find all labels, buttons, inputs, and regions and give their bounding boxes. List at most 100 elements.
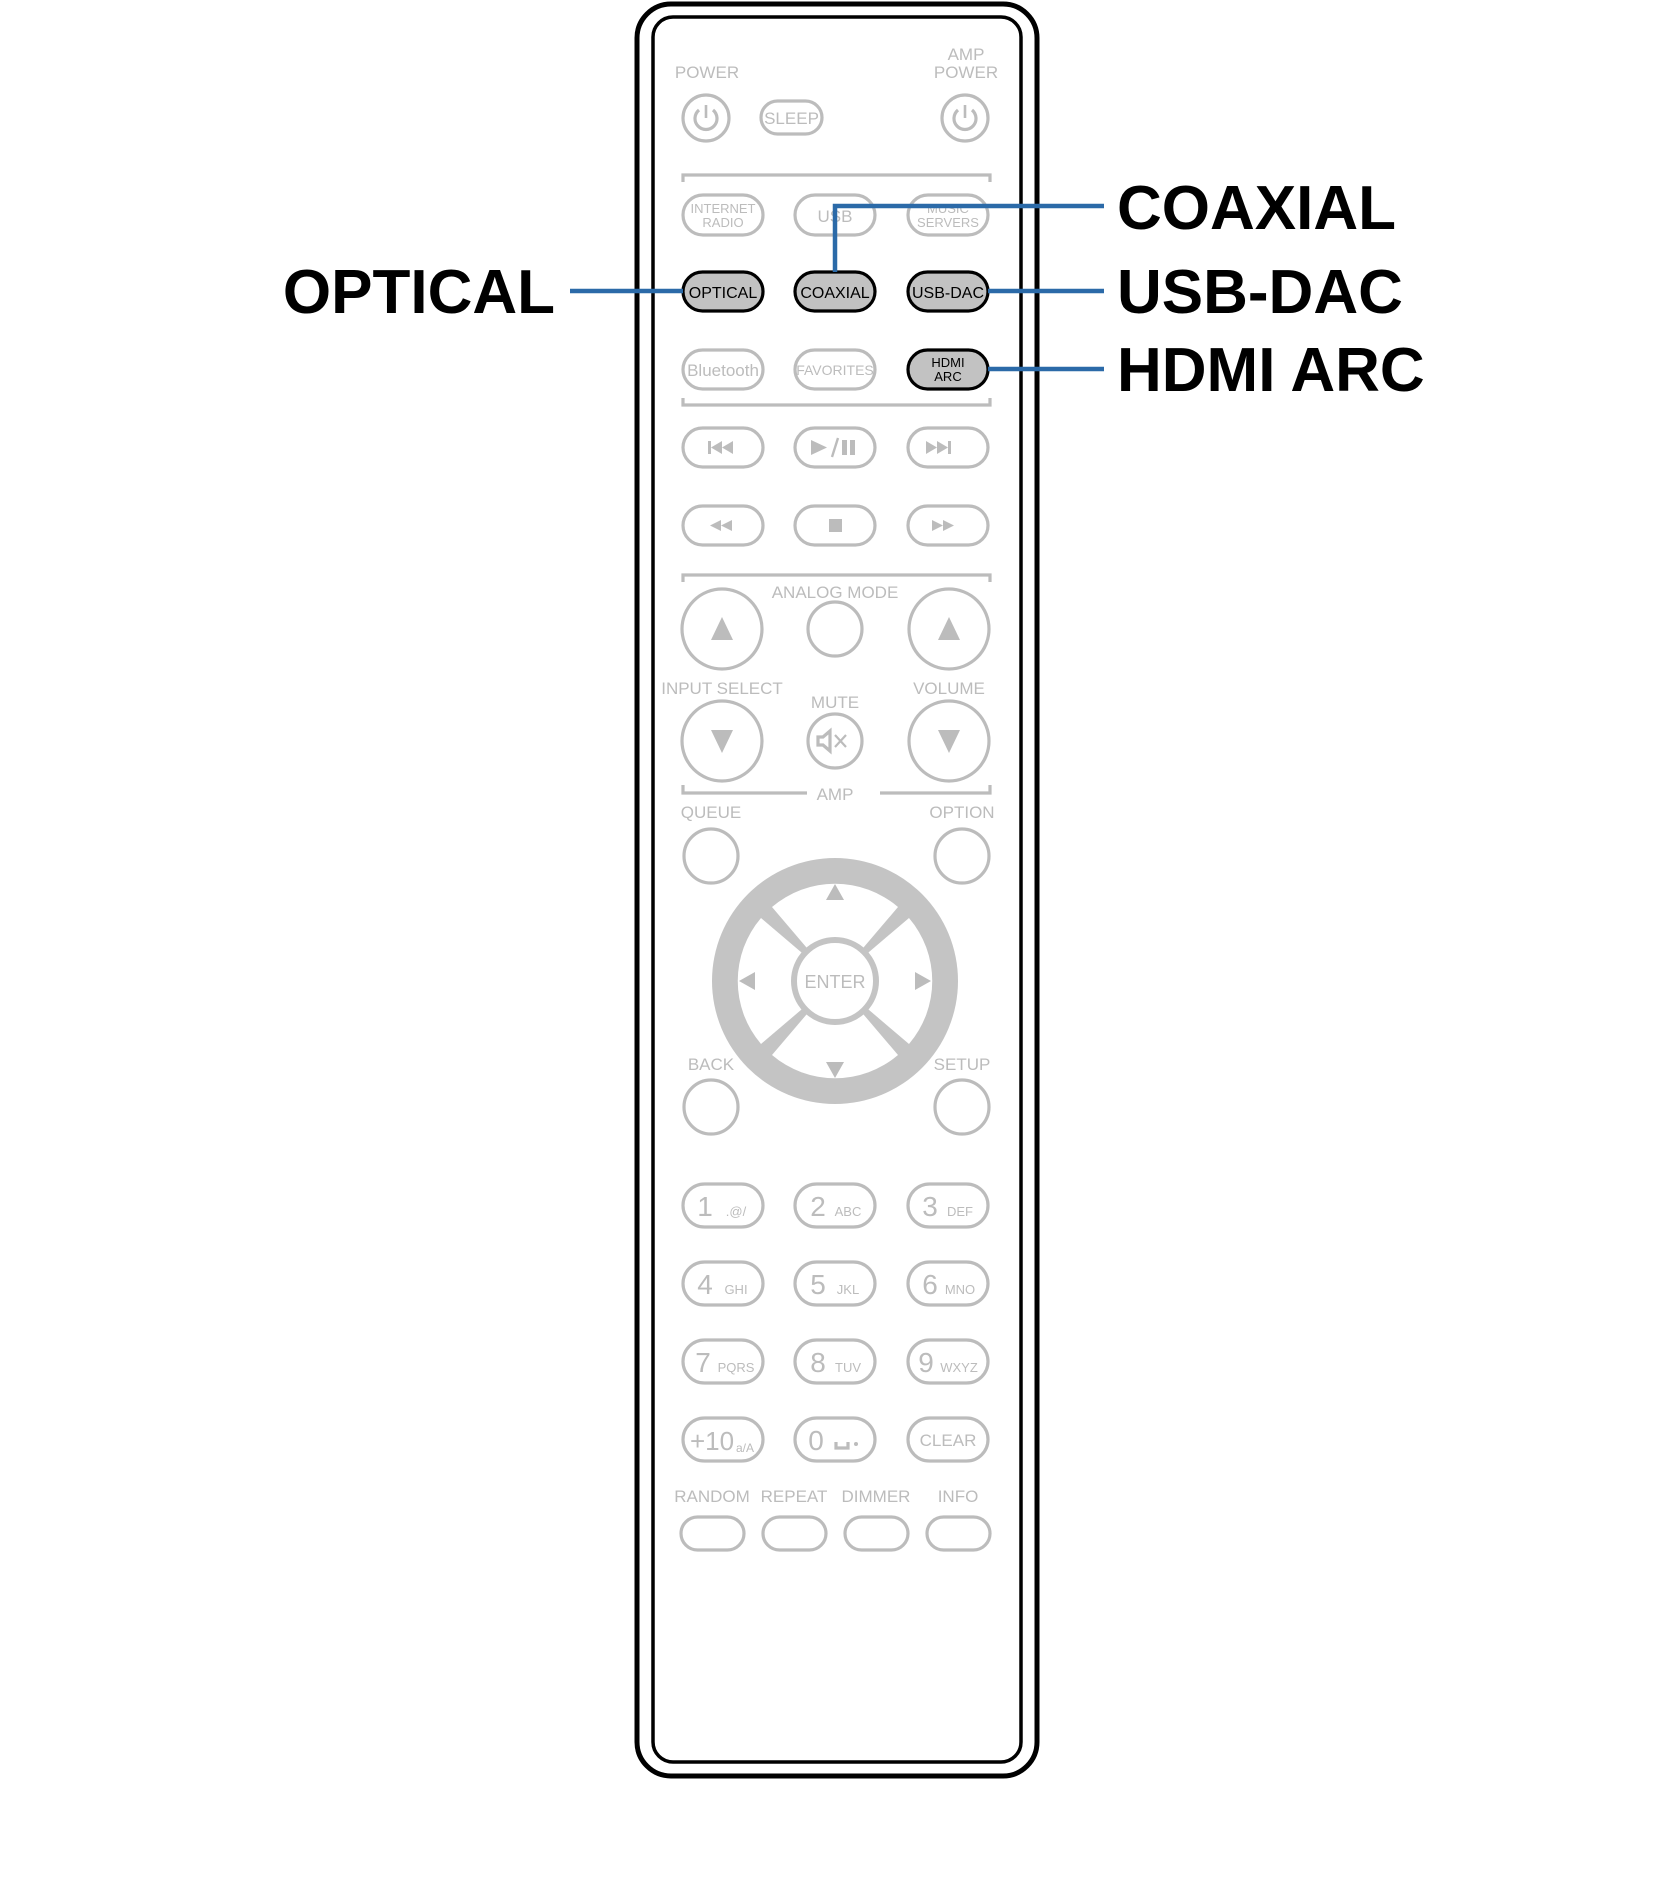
fast-forward-button[interactable] bbox=[906, 504, 990, 547]
rewind-button[interactable] bbox=[681, 504, 765, 547]
keypad-button-2[interactable]: 2 ABC bbox=[793, 1182, 877, 1229]
keypad-button-3[interactable]: 3 DEF bbox=[906, 1182, 990, 1229]
previous-button[interactable] bbox=[681, 426, 765, 469]
queue-label: QUEUE bbox=[681, 803, 741, 822]
input-select-label: INPUT SELECT bbox=[661, 679, 783, 698]
sleep-button[interactable]: SLEEP bbox=[759, 99, 824, 136]
amp-group-bracket-top bbox=[681, 573, 992, 582]
enter-label: ENTER bbox=[804, 972, 865, 992]
keypad-letters: GHI bbox=[724, 1282, 747, 1297]
hdmi-arc-button-label-line2: ARC bbox=[934, 369, 961, 384]
keypad-letters: ABC bbox=[835, 1204, 862, 1219]
usb-dac-button[interactable]: USB-DAC bbox=[906, 270, 990, 313]
optical-button-label: OPTICAL bbox=[689, 285, 758, 302]
option-button[interactable] bbox=[933, 827, 991, 885]
volume-label: VOLUME bbox=[913, 679, 985, 698]
keypad-letters: PQRS bbox=[718, 1360, 755, 1375]
mute-button[interactable] bbox=[806, 712, 864, 770]
cursor-left-button[interactable] bbox=[737, 918, 835, 1044]
music-servers-button[interactable]: MUSIC SERVERS bbox=[906, 193, 990, 237]
up-triangle-icon bbox=[938, 617, 960, 640]
amp-power-label-line1: AMP bbox=[948, 45, 985, 64]
power-button[interactable] bbox=[681, 93, 731, 143]
random-button[interactable] bbox=[679, 1515, 746, 1552]
keypad-button-4[interactable]: 4 GHI bbox=[681, 1260, 765, 1307]
usb-dac-button-label: USB-DAC bbox=[912, 285, 984, 302]
favorites-button[interactable]: FAVORITES bbox=[793, 348, 877, 391]
cursor-down-button[interactable] bbox=[772, 981, 898, 1079]
clear-label: CLEAR bbox=[920, 1431, 977, 1450]
cursor-down-icon bbox=[826, 1062, 844, 1078]
keypad-button-0[interactable]: 0 bbox=[793, 1416, 877, 1463]
keypad-button-9[interactable]: 9 WXYZ bbox=[906, 1338, 990, 1385]
back-button[interactable] bbox=[682, 1078, 740, 1136]
internet-radio-button[interactable]: INTERNET RADIO bbox=[681, 193, 765, 237]
favorites-label: FAVORITES bbox=[796, 362, 874, 378]
queue-button[interactable] bbox=[682, 827, 740, 885]
keypad-button-5[interactable]: 5 JKL bbox=[793, 1260, 877, 1307]
volume-up-button[interactable] bbox=[907, 587, 991, 671]
plus10-sub-label: a/A bbox=[736, 1441, 754, 1455]
keypad-button-7[interactable]: 7 PQRS bbox=[681, 1338, 765, 1385]
play-pause-button[interactable] bbox=[793, 426, 877, 469]
usb-dac-callout: USB-DAC bbox=[1117, 258, 1403, 327]
keypad-button-8[interactable]: 8 TUV bbox=[793, 1338, 877, 1385]
enter-button[interactable] bbox=[791, 937, 879, 1025]
optical-callout: OPTICAL bbox=[283, 258, 555, 327]
optical-button[interactable]: OPTICAL bbox=[681, 270, 765, 313]
analog-mode-button[interactable] bbox=[806, 600, 864, 658]
amp-label: AMP bbox=[817, 785, 854, 804]
repeat-button[interactable] bbox=[761, 1515, 828, 1552]
cursor-up-button[interactable] bbox=[772, 883, 898, 981]
mute-label: MUTE bbox=[811, 693, 859, 712]
clear-button[interactable]: CLEAR bbox=[906, 1416, 990, 1463]
power-label: POWER bbox=[675, 63, 739, 82]
setup-button[interactable] bbox=[933, 1078, 991, 1136]
plus10-label: +10 bbox=[690, 1426, 734, 1456]
keypad-digit: 2 bbox=[810, 1191, 826, 1222]
remote-body-inner bbox=[651, 15, 1023, 1764]
next-button[interactable] bbox=[906, 426, 990, 469]
keypad-button-6[interactable]: 6 MNO bbox=[906, 1260, 990, 1307]
keypad-button-1[interactable]: 1 .@/ bbox=[681, 1182, 765, 1229]
dimmer-label: DIMMER bbox=[842, 1487, 911, 1506]
coaxial-button[interactable]: COAXIAL bbox=[793, 270, 877, 313]
analog-mode-label: ANALOG MODE bbox=[772, 583, 899, 602]
info-button[interactable] bbox=[925, 1515, 992, 1552]
keypad-digit: 7 bbox=[695, 1347, 711, 1378]
cursor-up-icon bbox=[826, 884, 844, 900]
keypad-letters: WXYZ bbox=[940, 1360, 978, 1375]
power-icon bbox=[693, 105, 719, 132]
plus10-button[interactable]: +10 a/A bbox=[681, 1416, 765, 1463]
keypad-letters: .@/ bbox=[726, 1204, 747, 1219]
stop-icon bbox=[829, 519, 842, 532]
stop-button[interactable] bbox=[793, 504, 877, 547]
hdmi-arc-button[interactable]: HDMI ARC bbox=[906, 348, 990, 391]
source-group-bracket-top bbox=[681, 173, 992, 182]
keypad-digit: 3 bbox=[922, 1191, 938, 1222]
dimmer-button[interactable] bbox=[843, 1515, 910, 1552]
input-select-up-button[interactable] bbox=[680, 587, 764, 671]
coaxial-leader-line bbox=[832, 203, 1104, 272]
keypad-letters: TUV bbox=[835, 1360, 861, 1375]
volume-down-button[interactable] bbox=[907, 699, 991, 783]
coaxial-button-label: COAXIAL bbox=[800, 285, 869, 302]
keypad-letters: MNO bbox=[945, 1282, 975, 1297]
cursor-right-icon bbox=[915, 972, 931, 990]
skip-forward-icon bbox=[926, 441, 951, 454]
source-group-bracket-bottom bbox=[681, 398, 992, 407]
cursor-right-button[interactable] bbox=[835, 918, 933, 1044]
keypad-digit: 9 bbox=[918, 1347, 934, 1378]
amp-power-button[interactable] bbox=[940, 93, 990, 143]
down-triangle-icon bbox=[711, 730, 733, 753]
bluetooth-button[interactable]: Bluetooth bbox=[681, 348, 765, 391]
keypad-digit: 8 bbox=[810, 1347, 826, 1378]
amp-power-label-line2: POWER bbox=[934, 63, 998, 82]
fast-forward-icon bbox=[932, 520, 954, 531]
input-select-down-button[interactable] bbox=[680, 699, 764, 783]
internet-radio-label-line2: RADIO bbox=[702, 215, 743, 230]
internet-radio-label-line1: INTERNET bbox=[691, 201, 756, 216]
keypad-letters: DEF bbox=[947, 1204, 973, 1219]
up-triangle-icon bbox=[711, 617, 733, 640]
